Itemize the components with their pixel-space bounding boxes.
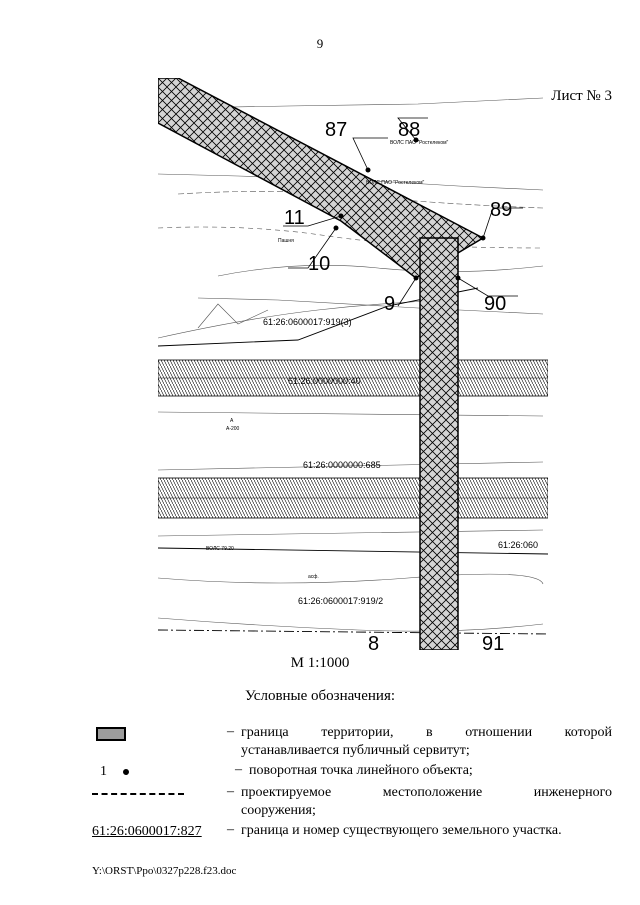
annotation-road-a: А [230,418,234,424]
parcel-label-919-2: 61:26:0600017:919/2 [298,596,383,606]
parcel-label-road-40: 61:26:0000000:40 [288,376,361,386]
parcel-label-edge: 61:26:060 [498,540,538,550]
parcel-label-685: 61:26:0000000:685 [303,460,381,470]
legend-row-projected: – проектируемое местоположение инженерно… [92,784,612,820]
dashed-line-icon [92,793,184,795]
legend-title: Условные обозначения: [244,688,396,704]
map-scale: М 1:1000 [290,655,350,671]
territory-swatch-icon [96,727,126,741]
legend-text-turning-point: поворотная точка линейного объекта; [249,763,473,778]
annotation-asph: асф. [308,574,319,580]
sheet-label: Лист № 3 [551,88,612,104]
road-bands [158,359,548,519]
footer-file-path: Y:\ORST\Ppo\0327p228.f23.doc [92,865,237,877]
legend-row-parcel: 61:26:0600017:827 – граница и номер суще… [92,822,612,842]
cadastral-map: 87 88 89 90 11 10 9 8 91 61:26:0600017:9… [158,78,548,650]
point-label-89: 89 [490,199,512,221]
leader-lines [283,117,523,307]
legend-text-projected-1: проектируемое местоположение инженерного [241,785,612,800]
point-label-87: 87 [325,119,347,141]
page-number: 9 [316,36,324,51]
annotation-vols-top: ВОЛС ПАО "Ростелеком" [390,140,449,146]
annotation-pashnya: Пашня [278,238,294,244]
point-label-90: 90 [484,293,506,315]
point-label-9: 9 [384,293,395,315]
legend-text-parcel: граница и номер существующего земельного… [241,823,562,838]
parcel-label-919-3: 61:26:0600017:919(3) [263,317,352,327]
turning-point-dot-icon [123,769,129,775]
legend-row-territory: – граница территории, в отношении которо… [92,724,612,760]
annotation-vols-low: ВОЛС 79.20 [206,546,234,552]
legend-text-territory-2: устанавливается публичный сервитут; [241,743,470,758]
point-label-10: 10 [308,253,330,275]
point-label-11: 11 [284,207,305,229]
annotation-road-a200: А-200 [226,426,240,432]
legend: – граница территории, в отношении которо… [92,724,612,844]
legend-text-territory-1: граница территории, в отношении которой [241,725,612,740]
annotation-vols-mid: ВОЛС ПАО "Ростелеком" [366,180,425,186]
parcel-code-sample: 61:26:0600017:827 [92,824,202,839]
point-label-8: 8 [368,633,379,650]
turning-point-number: 1 [100,764,107,779]
point-label-91: 91 [482,633,504,650]
point-label-88: 88 [398,119,420,141]
legend-text-projected-2: сооружения; [241,803,316,818]
legend-row-turning-point: 1 – поворотная точка линейного объекта; [92,762,612,782]
servitude-territory [158,78,485,650]
